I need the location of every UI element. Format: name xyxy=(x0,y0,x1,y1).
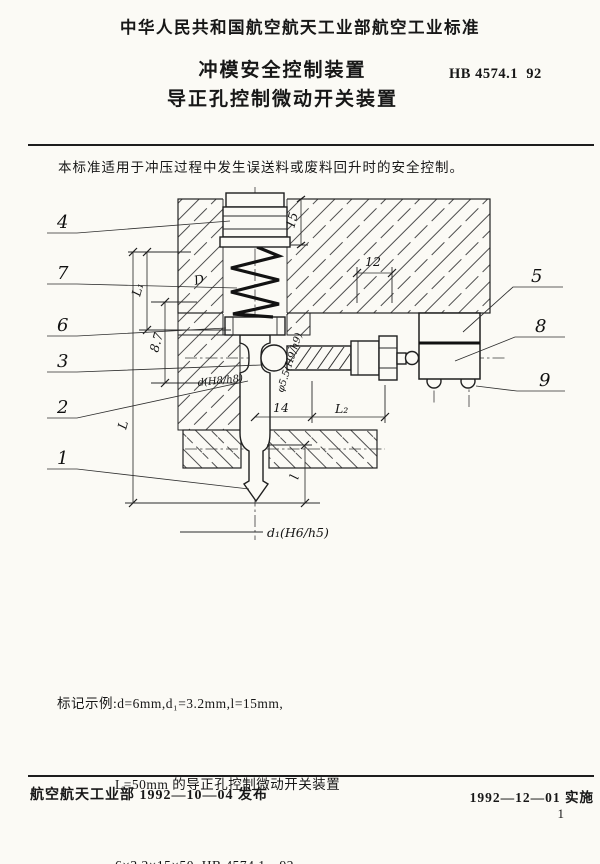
callout-2: 2 xyxy=(56,397,68,418)
compression-spring xyxy=(230,245,285,319)
dimension-14-L2: 14 L₂ xyxy=(250,381,390,423)
dim-87-label: 8.7 xyxy=(146,331,166,354)
footer-effective: 1992—12—01 实施 xyxy=(469,790,594,805)
dim-15-label: 15 xyxy=(282,210,301,229)
callout-4: 4 xyxy=(56,212,68,233)
dim-12-label: 12 xyxy=(365,254,381,269)
marking-line-1: 标记示例:d=6mm,d₁=3.2mm,l=15mm, xyxy=(57,696,284,711)
label-d1-fit: d₁(H6/h5) xyxy=(267,525,329,540)
dimension-12: 12 xyxy=(352,254,397,303)
page-number: 1 xyxy=(557,806,565,821)
marking-line-3: 6×3.2×15×50 HB 4574.1—92 xyxy=(115,852,340,864)
callout-7: 7 xyxy=(57,263,69,284)
label-D: D xyxy=(192,271,206,288)
threaded-plug xyxy=(219,192,291,248)
dim-L1-label: L₁ xyxy=(128,281,146,299)
dimension-8-7: 8.7 xyxy=(146,297,239,388)
callout-9: 9 xyxy=(539,370,550,391)
top-rule xyxy=(28,144,594,146)
dim-L-label: L xyxy=(114,419,131,432)
footer-issued: 航空航天工业部 1992—10—04 发布 xyxy=(30,788,268,803)
marking-example: 标记示例:d=6mm,d₁=3.2mm,l=15mm, L=50mm 的导正孔控… xyxy=(57,636,340,864)
callout-leaders xyxy=(47,220,565,490)
switch-body xyxy=(418,312,481,380)
label-d-fit: d(H8/h8) xyxy=(197,373,243,389)
callout-6: 6 xyxy=(57,315,68,336)
callout-5: 5 xyxy=(531,266,542,287)
dim-14-label: 14 xyxy=(273,400,289,415)
dimension-l: l xyxy=(267,440,312,508)
title-line-2: 导正孔控制微动开关装置 xyxy=(166,89,398,110)
standard-header: 中华人民共和国航空航天工业部航空工业标准 xyxy=(120,18,480,37)
dim-L2-label: L₂ xyxy=(334,401,348,416)
scope-statement: 本标准适用于冲压过程中发生误送料或废料回升时的安全控制。 xyxy=(58,160,464,175)
dimension-L: L xyxy=(114,247,320,508)
title-line-1: 冲模安全控制装置 xyxy=(198,60,367,81)
label-d1-fit-group: d₁(H6/h5) xyxy=(180,525,329,540)
technical-drawing: 15 12 L₁ 8.7 xyxy=(47,187,565,540)
dim-l-label: l xyxy=(286,473,302,481)
micro-switch xyxy=(418,312,481,389)
document-title: 冲模安全控制装置 导正孔控制微动开关装置 xyxy=(0,56,565,114)
standard-number: HB 4574.1 92 xyxy=(449,66,542,82)
dimension-15: 15 xyxy=(282,195,308,249)
adjusting-screw xyxy=(286,335,420,381)
callout-3: 3 xyxy=(57,351,68,372)
retainer-collar xyxy=(224,316,286,336)
callout-numbers: 4 7 6 3 2 1 5 8 9 xyxy=(56,212,550,469)
bottom-rule xyxy=(28,775,594,777)
callout-8: 8 xyxy=(535,316,546,337)
marking-line-2: L=50mm 的导正孔控制微动开关装置 xyxy=(115,777,341,792)
callout-1: 1 xyxy=(57,448,68,469)
